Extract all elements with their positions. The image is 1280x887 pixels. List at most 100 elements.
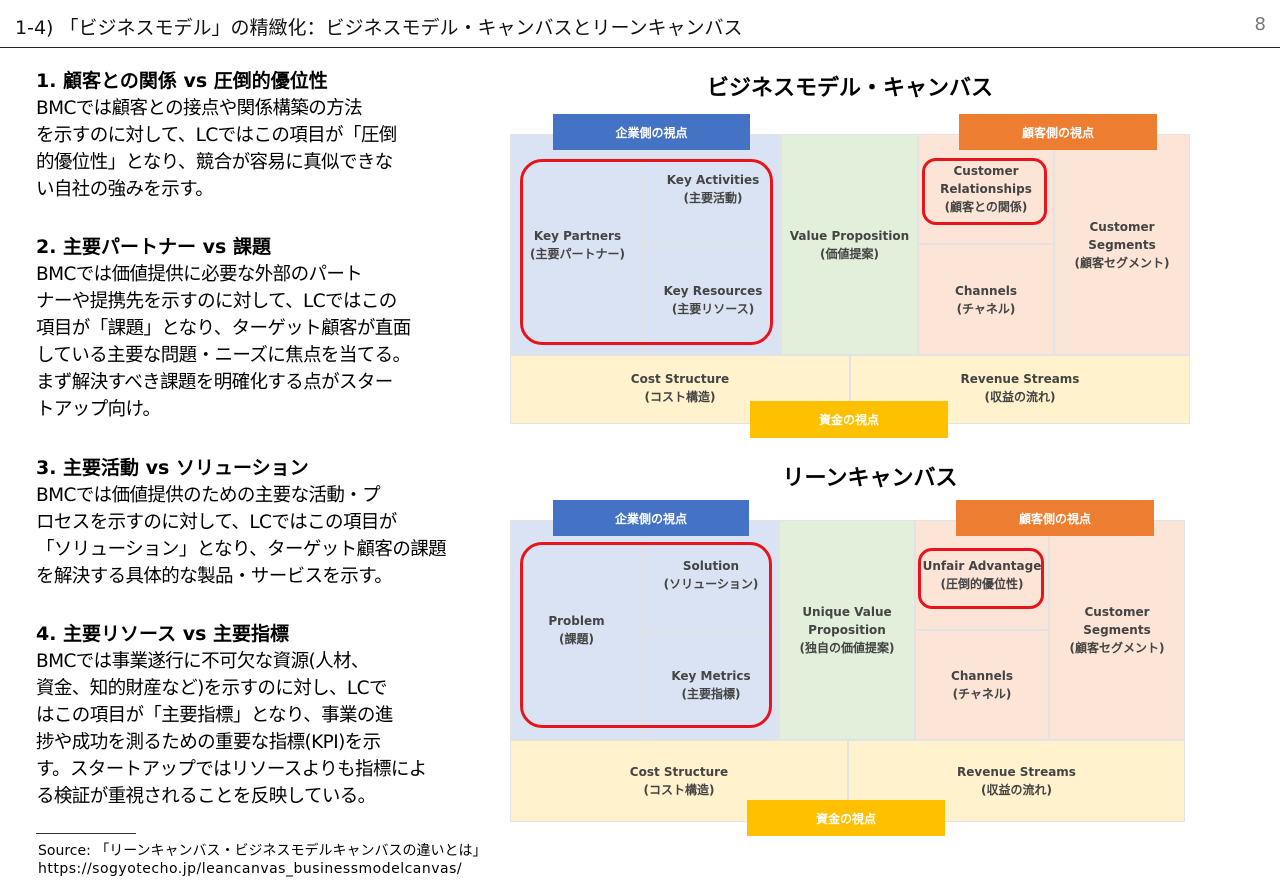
section-heading: 4. 主要リソース vs 主要指標 [36, 623, 290, 645]
section-1: 1. 顧客との関係 vs 圧倒的優位性 BMCでは顧客との接点や関係構築の方法 … [36, 68, 456, 203]
section-body: BMCでは価値提供のための主要な活動・プ ロセスを示すのに対して、LCではこの項… [36, 482, 456, 590]
lc-channels: Channels (チャネル) [915, 630, 1049, 740]
cell-label: Channels [951, 669, 1013, 683]
body-line: まず解決すべき課題を明確化する点がスター [36, 372, 393, 393]
cell-label-ja: (主要リソース) [671, 301, 755, 316]
cell-label: Customer [1089, 219, 1155, 234]
cell-label-ja: (顧客セグメント) [1074, 255, 1170, 270]
cell-label: Revenue Streams [960, 372, 1080, 386]
cell-label-ja: (チャネル) [952, 687, 1012, 701]
body-line: い自社の強みを示す。 [36, 179, 214, 200]
body-line: を示すのに対して、LCではこの項目が「圧倒 [36, 125, 397, 146]
body-line: ロセスを示すのに対して、LCではこの項目が [36, 512, 397, 533]
lc-unfair-advantage: Unfair Advantage (圧倒的優位性) [915, 520, 1049, 630]
cell-label: Value Proposition [789, 228, 910, 243]
cell-label: Key Resources [663, 283, 763, 298]
cell-label: Customer [953, 164, 1019, 178]
cell-label-ja: (コスト構造) [644, 390, 716, 404]
cell-label-ja: (独自の価値提案) [799, 641, 895, 655]
source-url: https://sogyotecho.jp/leancanvas_busines… [38, 861, 463, 877]
cell-label: Key Activities [666, 173, 760, 187]
section-body: BMCでは価値提供に必要な外部のパート ナーや提携先を示すのに対して、LCではこ… [36, 261, 456, 423]
body-line: している主要な問題・ニーズに焦点を当てる。 [36, 345, 411, 366]
cell-label-ja: (圧倒的優位性) [940, 577, 1024, 591]
bmc-tag-company: 企業側の視点 [553, 114, 750, 150]
bmc-value-proposition: Value Proposition (価値提案) [781, 134, 918, 355]
cell-label: Relationships [940, 182, 1032, 196]
body-line: BMCでは価値提供のための主要な活動・プ [36, 485, 381, 506]
cell-label: Segments [1083, 623, 1151, 637]
section-3: 3. 主要活動 vs ソリューション BMCでは価値提供のための主要な活動・プ … [36, 455, 456, 590]
cell-label-ja: (価値提案) [820, 246, 879, 261]
cell-label: Cost Structure [629, 765, 729, 779]
lc-key-metrics: Key Metrics (主要指標) [643, 630, 779, 740]
cell-label: Customer [1084, 605, 1150, 619]
bmc-title: ビジネスモデル・キャンバス [706, 76, 993, 101]
body-line: 的優位性」となり、競合が容易に真似できな [36, 152, 393, 173]
bmc-tag-money: 資金の視点 [750, 401, 948, 438]
cell-label: Proposition [808, 623, 886, 637]
section-heading: 2. 主要パートナー vs 課題 [36, 236, 271, 258]
section-body: BMCでは顧客との接点や関係構築の方法 を示すのに対して、LCではこの項目が「圧… [36, 95, 456, 203]
body-line: 資金、知的財産など)を示すのに対し、LCで [36, 678, 387, 699]
bmc-tag-customer: 顧客側の視点 [959, 114, 1157, 150]
body-line: を解決する具体的な製品・サービスを示す。 [36, 566, 393, 587]
cell-label-ja: (収益の流れ) [981, 783, 1052, 797]
lc-canvas: Problem (課題) Solution (ソリューション) Key Metr… [510, 500, 1190, 836]
section-body: BMCでは事業遂行に不可欠な資源(人材、 資金、知的財産など)を示すのに対し、L… [36, 648, 456, 810]
cell-label: Key Metrics [671, 669, 751, 683]
cell-label-ja: (コスト構造) [643, 783, 715, 797]
body-line: 項目が「課題」となり、ターゲット顧客が直面 [36, 318, 411, 339]
lc-tag-customer: 顧客側の視点 [956, 500, 1154, 536]
cell-label: Problem [548, 614, 605, 628]
cell-label-ja: (主要活動) [683, 191, 743, 205]
body-line: す。スタートアップではリソースよりも指標によ [36, 759, 427, 780]
lc-tag-money: 資金の視点 [747, 800, 945, 836]
cell-label: Unfair Advantage [922, 559, 1042, 573]
cell-label-ja: (ソリューション) [663, 577, 759, 591]
cell-label-ja: (主要パートナー) [530, 246, 625, 261]
section-heading: 1. 顧客との関係 vs 圧倒的優位性 [36, 70, 328, 92]
bmc-highlight-relationships [922, 158, 1047, 225]
section-4: 4. 主要リソース vs 主要指標 BMCでは事業遂行に不可欠な資源(人材、 資… [36, 621, 456, 810]
page-title: 1-4) 「ビジネスモデル」の精緻化：ビジネスモデル・キャンバスとリーンキャンバ… [15, 17, 743, 39]
page-number: 8 [1254, 14, 1266, 35]
section-2: 2. 主要パートナー vs 課題 BMCでは価値提供に必要な外部のパート ナーや… [36, 234, 456, 423]
source-divider [36, 833, 136, 834]
cell-label-ja: (課題) [559, 632, 594, 646]
lc-tag-company: 企業側の視点 [553, 500, 749, 536]
bmc-canvas: Key Partners (主要パートナー) Key Activities (主… [510, 114, 1190, 438]
cell-label-ja: (主要指標) [681, 687, 741, 701]
body-line: 捗や成功を測るための重要な指標(KPI)を示 [36, 732, 381, 753]
bmc-key-activities: Key Activities (主要活動) [645, 134, 781, 244]
bmc-highlight-left [520, 159, 773, 345]
cell-label-ja: (チャネル) [956, 301, 1016, 316]
lc-highlight-left [520, 542, 772, 728]
cell-label: Channels [955, 283, 1017, 298]
lc-title: リーンキャンバス [782, 466, 958, 491]
lc-solution: Solution (ソリューション) [643, 520, 779, 630]
cell-label: Revenue Streams [957, 765, 1076, 779]
bmc-customer-relationships: Customer Relationships (顧客との関係) [918, 134, 1054, 244]
body-line: る検証が重視されることを反映している。 [36, 786, 376, 807]
cell-label: Solution [682, 559, 740, 573]
body-line: BMCでは価値提供に必要な外部のパート [36, 264, 363, 285]
body-line: BMCでは事業遂行に不可欠な資源(人材、 [36, 651, 369, 672]
lc-highlight-unfair-advantage [918, 548, 1044, 609]
cell-label-ja: (顧客との関係) [944, 200, 1028, 214]
bmc-cost-structure: Cost Structure (コスト構造) [510, 355, 850, 424]
body-line: BMCでは顧客との接点や関係構築の方法 [36, 98, 363, 119]
body-line: はこの項目が「主要指標」となり、事業の進 [36, 705, 393, 726]
lc-customer-segments: Customer Segments (顧客セグメント) [1049, 520, 1185, 740]
bmc-channels: Channels (チャネル) [918, 244, 1054, 355]
cell-label: Segments [1088, 237, 1156, 252]
bmc-customer-segments: Customer Segments (顧客セグメント) [1054, 134, 1190, 355]
body-line: ナーや提携先を示すのに対して、LCではこの [36, 291, 397, 312]
cell-label-ja: (収益の流れ) [984, 390, 1056, 404]
lc-unique-value-proposition: Unique Value Proposition (独自の価値提案) [779, 520, 915, 740]
cell-label-ja: (顧客セグメント) [1069, 641, 1165, 655]
cell-label: Cost Structure [630, 372, 730, 386]
cell-label: Unique Value [802, 605, 892, 619]
source-citation: Source: 「リーンキャンバス・ビジネスモデルキャンバスの違いとは」 [38, 843, 487, 859]
body-line: トアップ向け。 [36, 399, 161, 420]
